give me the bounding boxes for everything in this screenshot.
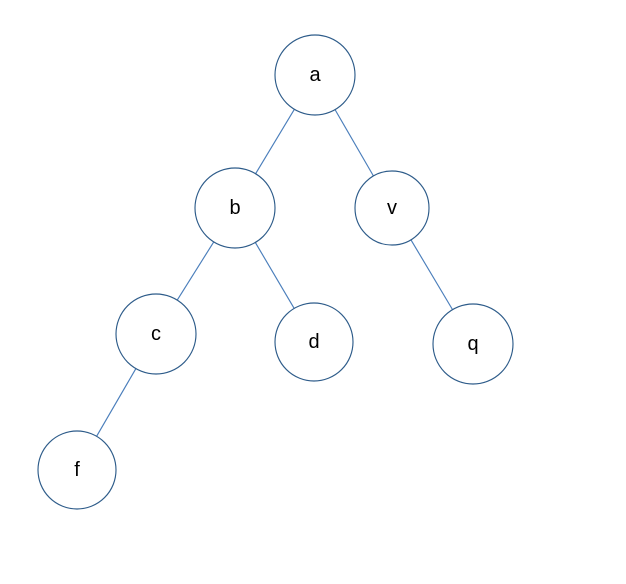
node-layer: a b v c d q f <box>37 34 514 510</box>
node-circle-a[interactable] <box>274 34 356 116</box>
node-q[interactable]: q <box>432 303 514 385</box>
edge-a-b <box>255 108 295 175</box>
edge-a-v <box>334 109 374 177</box>
node-v[interactable]: v <box>354 170 430 246</box>
edge-b-c <box>176 241 215 301</box>
edge-layer <box>96 108 454 437</box>
edge-b-d <box>254 242 295 309</box>
node-label-v: v <box>387 197 397 219</box>
node-f[interactable]: f <box>37 430 117 510</box>
node-a[interactable]: a <box>274 34 356 116</box>
node-circle-v[interactable] <box>354 170 430 246</box>
edge-c-f <box>96 368 137 437</box>
node-circle-b[interactable] <box>194 167 276 249</box>
node-c[interactable]: c <box>115 293 197 375</box>
node-label-f: f <box>74 459 80 481</box>
edge-v-q <box>410 239 454 310</box>
node-circle-d[interactable] <box>274 302 354 382</box>
node-label-a: a <box>309 64 321 86</box>
node-circle-c[interactable] <box>115 293 197 375</box>
node-label-q: q <box>467 333 478 355</box>
node-b[interactable]: b <box>194 167 276 249</box>
node-label-d: d <box>308 331 319 353</box>
node-label-b: b <box>229 197 240 219</box>
node-d[interactable]: d <box>274 302 354 382</box>
node-circle-q[interactable] <box>432 303 514 385</box>
node-circle-f[interactable] <box>37 430 117 510</box>
node-label-c: c <box>151 323 161 345</box>
